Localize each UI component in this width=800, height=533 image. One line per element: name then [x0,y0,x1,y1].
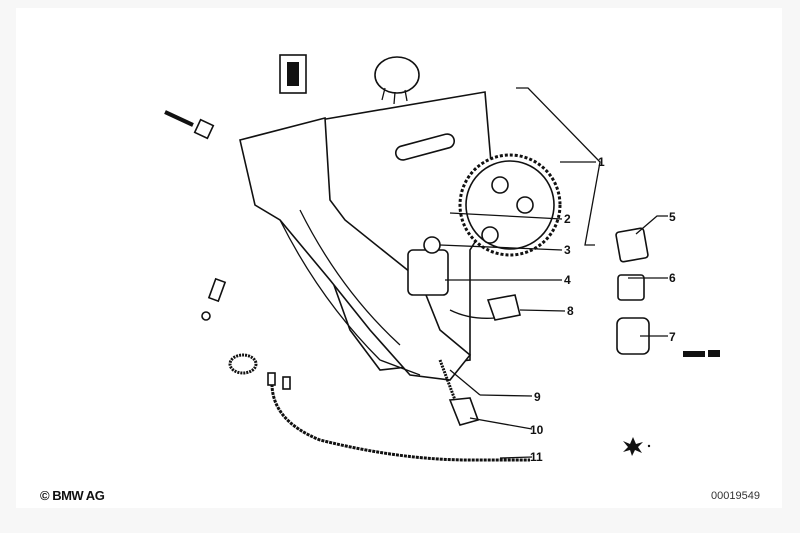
wiring-harness [267,372,530,462]
callout-4: 4 [564,273,571,287]
callout-6: 6 [669,271,676,285]
leader-lines [439,161,668,459]
callout-3: 3 [564,243,571,257]
callout-1: 1 [598,155,605,169]
group-bracket [516,87,601,246]
copyright-text: © BMW AG [40,488,105,503]
gear-sector [458,153,562,257]
callout-8: 8 [567,304,574,318]
callout-9: 9 [534,390,541,404]
callout-7: 7 [669,330,676,344]
diagram-id: 00019549 [711,490,760,502]
callout-2: 2 [564,212,571,226]
guide-rail [239,116,472,381]
bolt-and-nut [164,110,215,140]
relay [374,56,420,105]
bracket-8 [449,294,521,321]
callout-10: 10 [530,423,544,437]
callout-11: 11 [530,450,543,464]
window-switch [279,54,307,94]
stud-and-cap [201,277,258,375]
switch-covers [615,227,720,357]
star-icon [623,437,651,456]
callout-5: 5 [669,210,676,224]
